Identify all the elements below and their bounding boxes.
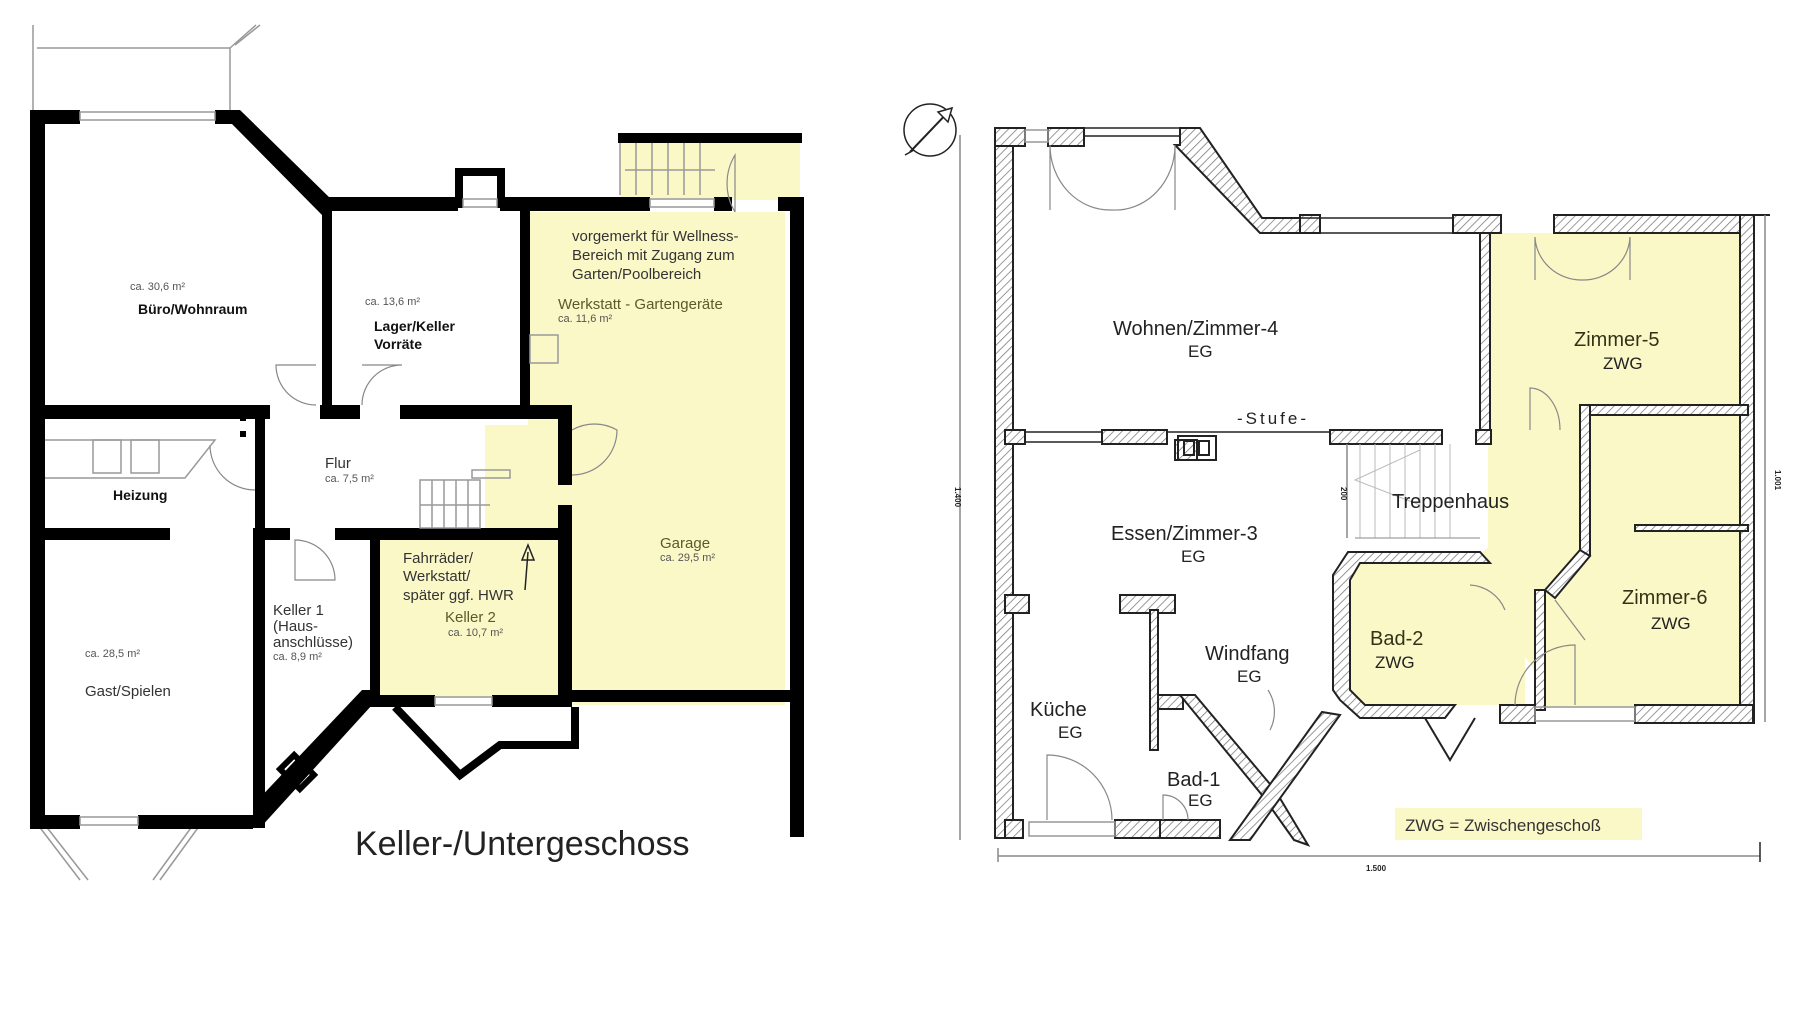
lager-label-2: Vorräte <box>374 336 422 352</box>
sink-icon <box>529 334 559 364</box>
keller2-label: Keller 2 <box>445 609 496 626</box>
zimmer5-level: ZWG <box>1603 354 1643 373</box>
windfang-level: EG <box>1237 667 1262 686</box>
compass-north-arrow-icon <box>903 103 957 157</box>
bad1-label: Bad-1 <box>1167 769 1220 791</box>
werkstatt-label: Werkstatt - Gartengeräte <box>558 296 723 313</box>
bad2-label: Bad-2 <box>1370 628 1423 650</box>
doors-ground-floor <box>1046 144 1631 821</box>
kueche-level: EG <box>1058 723 1083 742</box>
chimney-icon <box>1177 435 1217 461</box>
heizung-label: Heizung <box>113 487 167 503</box>
keller2-highlight <box>380 540 570 698</box>
essen-level: EG <box>1181 547 1206 566</box>
boiler-icons <box>45 439 217 479</box>
walls-ground-floor <box>994 127 1755 847</box>
height-dimension-right: 1.001 <box>1773 470 1782 491</box>
keller1-area: ca. 8,9 m² <box>273 651 322 663</box>
width-dimension: 1.500 <box>1366 864 1387 873</box>
doors-basement <box>209 152 736 581</box>
werkstatt-note-2: Bereich mit Zugang zum <box>572 247 735 264</box>
walls-basement <box>30 110 804 837</box>
garage-area: ca. 29,5 m² <box>660 552 715 564</box>
werkstatt-note-1: vorgemerkt für Wellness- <box>572 228 738 245</box>
werkstatt-area: ca. 11,6 m² <box>558 313 613 325</box>
arrow-icon <box>520 542 536 591</box>
kueche-label: Küche <box>1030 699 1087 721</box>
keller2-area: ca. 10,7 m² <box>448 627 503 639</box>
keller1-label-3: anschlüsse) <box>273 634 353 651</box>
zimmer6-label: Zimmer-6 <box>1622 587 1708 609</box>
keller1-label-2: (Haus- <box>273 618 318 635</box>
lager-area: ca. 13,6 m² <box>365 296 420 308</box>
gast-area: ca. 28,5 m² <box>85 648 140 660</box>
stairs-basement <box>419 143 715 529</box>
zimmer6-level: ZWG <box>1651 614 1691 633</box>
lager-label-1: Lager/Keller <box>374 318 455 334</box>
plan-title-basement: Keller-/Untergeschoss <box>355 825 689 863</box>
keller2-note-1: Fahrräder/ <box>403 550 474 567</box>
bad1-level: EG <box>1188 791 1213 810</box>
legend-box <box>1395 808 1642 840</box>
ground-floor-plan: 1.400 1.001 1.500 200 Wohnen/Zimmer-4 EG… <box>903 103 1782 873</box>
keller2-note-2: Werkstatt/ <box>403 568 471 585</box>
buero-label: Büro/Wohnraum <box>138 301 247 317</box>
balcony-top <box>32 24 261 110</box>
bad2-highlight <box>1340 545 1525 705</box>
windows-ground-floor <box>1024 127 1770 837</box>
zimmer5-label: Zimmer-5 <box>1574 329 1660 351</box>
flur-area: ca. 7,5 m² <box>325 473 374 485</box>
wohnen-level: EG <box>1188 342 1213 361</box>
zimmer6-highlight <box>1540 408 1748 708</box>
dimension-lines <box>959 135 1766 862</box>
wohnen-label: Wohnen/Zimmer-4 <box>1113 318 1278 340</box>
balcony-bottom <box>37 824 201 881</box>
stair-dimension: 200 <box>1339 487 1348 501</box>
keller2-note-3: später ggf. HWR <box>403 587 514 604</box>
step-label: -Stufe- <box>1237 409 1309 428</box>
zimmer5-highlight <box>1488 233 1748 438</box>
buero-area: ca. 30,6 m² <box>130 281 185 293</box>
gast-label: Gast/Spielen <box>85 683 171 700</box>
garage-label: Garage <box>660 535 710 552</box>
basement-plan: ca. 30,6 m² Büro/Wohnraum ca. 13,6 m² La… <box>30 24 804 881</box>
height-dimension-left: 1.400 <box>953 487 962 508</box>
essen-label: Essen/Zimmer-3 <box>1111 523 1258 545</box>
werkstatt-note-3: Garten/Poolbereich <box>572 266 701 283</box>
stairs-ground-floor <box>1353 444 1480 539</box>
windows-basement <box>79 111 715 826</box>
flur-label: Flur <box>325 455 351 472</box>
legend-text: ZWG = Zwischengeschoß <box>1405 816 1601 835</box>
bad2-level: ZWG <box>1375 653 1415 672</box>
windfang-label: Windfang <box>1205 643 1290 665</box>
treppenhaus-label: Treppenhaus <box>1392 491 1509 513</box>
keller1-label-1: Keller 1 <box>273 602 324 619</box>
garage-highlight <box>528 212 785 705</box>
